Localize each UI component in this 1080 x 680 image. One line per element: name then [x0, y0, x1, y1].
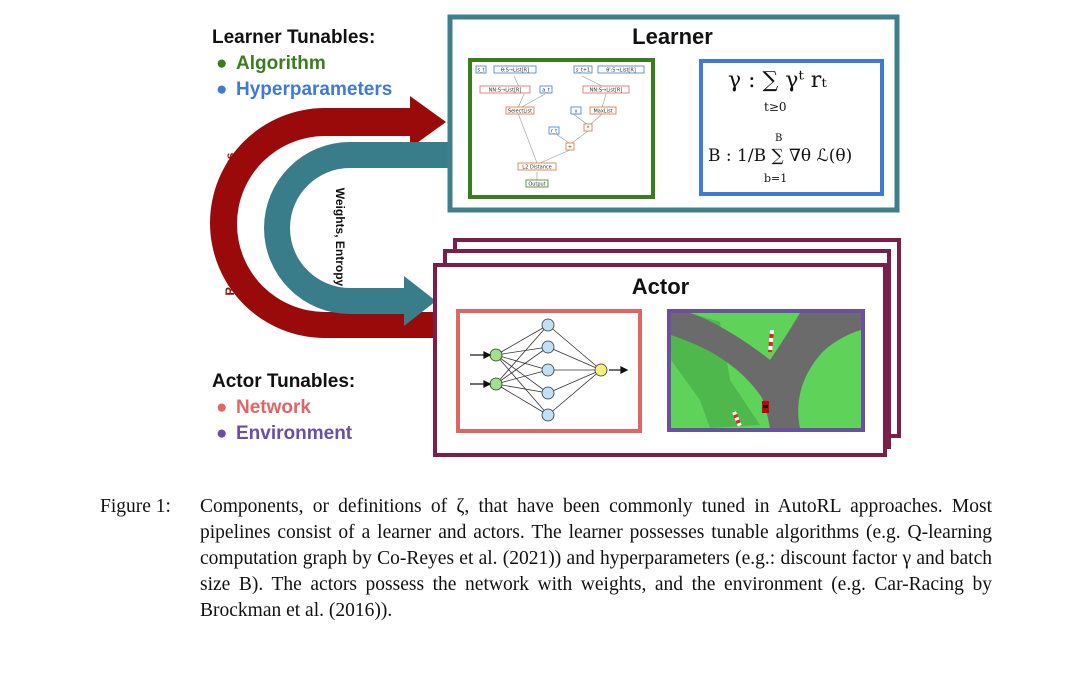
graph-node: s_t	[475, 65, 487, 74]
rewards-states-actions-label: Rewards, States, Actions	[223, 152, 237, 296]
svg-text:s_t: s_t	[477, 67, 484, 73]
bullet-icon: ●	[216, 397, 228, 418]
network-edge	[495, 324, 549, 356]
svg-text:L2 Distance: L2 Distance	[522, 164, 551, 170]
algorithm-label: Algorithm	[236, 53, 326, 74]
hyperparameters-label: Hyperparameters	[236, 79, 393, 100]
graph-node: θ:S→List[R]	[493, 65, 537, 74]
svg-text:NN:S→List[R]: NN:S→List[R]	[590, 87, 623, 93]
algorithm-computation-graph	[513, 75, 607, 180]
hidden-neuron	[541, 318, 555, 332]
svg-text:θ:S→List[R]: θ:S→List[R]	[501, 67, 529, 73]
graph-node: a_t	[539, 85, 553, 94]
batch-formula: B : 1/B ∑ ∇θ ℒ(θ)	[708, 146, 853, 166]
network-edge	[547, 369, 602, 394]
bullet-icon: ●	[216, 53, 228, 74]
bullet-icon: ●	[216, 423, 228, 444]
network-edge	[495, 346, 549, 385]
caption-text: Components, or definitions of ζ, that ha…	[200, 496, 992, 621]
svg-text:s_t+1: s_t+1	[576, 67, 590, 73]
svg-text:MaxList: MaxList	[593, 108, 612, 114]
learner-tunable-hyperparameters: ● Hyperparameters	[216, 79, 392, 101]
hyperparameters-box	[699, 59, 884, 196]
svg-text:*: *	[587, 125, 590, 131]
weights-entropy-label: Weights, Entropy	[333, 187, 347, 287]
environment-label: Environment	[236, 423, 353, 444]
graph-node: NN:S→List[R]	[479, 85, 531, 94]
actor-tunable-network: ● Network	[216, 397, 311, 419]
network-edge	[495, 354, 549, 371]
learner-tunables-heading: Learner Tunables:	[212, 27, 376, 48]
gamma-sub: t≥0	[764, 100, 787, 114]
diagram-canvas: s_t θ:S→List[R] s_t+1 θ':S→List[R] NN:S→List…	[210, 14, 901, 457]
hidden-neuron	[541, 408, 555, 422]
network-edge	[547, 324, 602, 371]
svg-text:SelectList: SelectList	[508, 108, 532, 114]
hidden-neuron	[541, 386, 555, 400]
graph-node: MaxList	[589, 106, 617, 115]
network-label: Network	[236, 397, 311, 418]
input-neuron	[489, 377, 503, 391]
hidden-neuron	[541, 363, 555, 377]
rewards-states-actions-arrow	[210, 96, 446, 338]
caption-lead: Figure 1:	[100, 496, 171, 517]
graph-node: +	[565, 142, 575, 151]
network-edge	[495, 346, 549, 356]
network-io-arrows	[470, 351, 629, 388]
actor-tunables-heading: Actor Tunables:	[212, 371, 356, 392]
network-nodes	[489, 318, 608, 422]
svg-text:γ: γ	[575, 108, 578, 114]
svg-text:+: +	[568, 144, 572, 150]
weights-entropy-arrow	[264, 142, 450, 326]
hidden-neuron	[541, 340, 555, 354]
graph-node: θ':S→List[R]	[597, 65, 645, 74]
svg-text:r_t: r_t	[551, 128, 558, 134]
graph-node: γ	[570, 106, 582, 115]
actor-tunable-environment: ● Environment	[216, 423, 352, 445]
graph-node: s_t+1	[573, 65, 593, 74]
gamma-formula: γ : ∑ γᵗ rₜ	[728, 68, 827, 93]
network-edge	[495, 383, 549, 416]
graph-node: L2 Distance	[517, 162, 557, 171]
graph-node: SelectList	[505, 106, 535, 115]
output-neuron	[594, 363, 608, 377]
svg-text:θ':S→List[R]: θ':S→List[R]	[606, 67, 636, 73]
network-edge	[495, 354, 549, 394]
graph-node: r_t	[548, 126, 560, 135]
svg-text:Output: Output	[528, 181, 545, 187]
network-edge	[495, 369, 549, 385]
graph-node: NN:S→List[R]	[582, 85, 630, 94]
network-edge	[495, 383, 549, 394]
network-edges	[495, 324, 602, 416]
graph-node: Output	[525, 179, 549, 188]
batch-sup: B	[775, 133, 783, 144]
svg-text:NN:S→List[R]: NN:S→List[R]	[489, 87, 522, 93]
learner-tunable-algorithm: ● Algorithm	[216, 53, 326, 75]
svg-text:a_t: a_t	[542, 87, 550, 93]
car-racing-track	[671, 313, 861, 428]
network-edge	[547, 346, 602, 371]
network-edge	[495, 354, 549, 416]
bullet-icon: ●	[216, 79, 228, 100]
figure-diagram: s_t θ:S→List[R] s_t+1 θ':S→List[R] NN:S→List…	[210, 14, 901, 457]
input-neuron	[489, 348, 503, 362]
figure-caption: Figure 1: Components, or definitions of …	[100, 494, 992, 624]
actor-title: Actor	[631, 274, 690, 299]
graph-node: *	[583, 123, 593, 132]
learner-title: Learner	[632, 24, 713, 49]
batch-sub: b=1	[764, 172, 788, 185]
network-edge	[495, 324, 549, 385]
algorithm-graph-box	[468, 58, 655, 199]
network-edge	[547, 369, 602, 416]
